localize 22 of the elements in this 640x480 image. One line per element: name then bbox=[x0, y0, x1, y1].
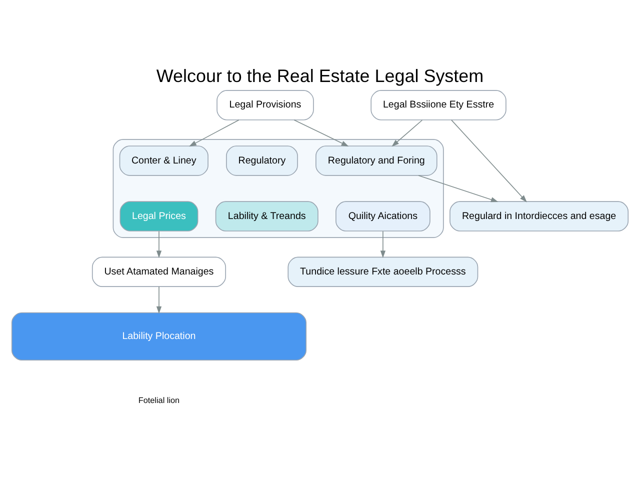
node-box: Conter & Liney bbox=[119, 146, 208, 176]
arrow bbox=[451, 120, 527, 202]
node-box: Uset Atamated Manaiges bbox=[92, 256, 226, 287]
node-box: Regulatory and Foring bbox=[316, 146, 438, 176]
arrow bbox=[380, 230, 386, 258]
node-box: Legal Prices bbox=[120, 201, 198, 232]
node-box: Lability Plocation bbox=[11, 312, 307, 361]
arrow bbox=[156, 286, 162, 314]
node-box: Quility Aications bbox=[336, 201, 430, 232]
arrow bbox=[392, 120, 423, 147]
node-box: Regulatory bbox=[226, 146, 298, 176]
node-box: Lability & Treands bbox=[215, 201, 318, 232]
node-box: Tundice lessure Fxte aoeelb Processs bbox=[288, 256, 478, 287]
node-box: Legal Bssiione Ety Esstre bbox=[370, 90, 506, 120]
arrow bbox=[189, 120, 240, 147]
arrow bbox=[294, 120, 349, 146]
node-box: Regulard in Intordiecces and esage bbox=[450, 201, 629, 232]
label: Fotelial lion bbox=[138, 396, 180, 406]
arrow bbox=[156, 230, 162, 258]
arrow bbox=[418, 175, 498, 202]
node-box: Legal Provisions bbox=[216, 90, 314, 120]
diagram-title: Welcour to the Real Estate Legal System bbox=[156, 66, 484, 86]
